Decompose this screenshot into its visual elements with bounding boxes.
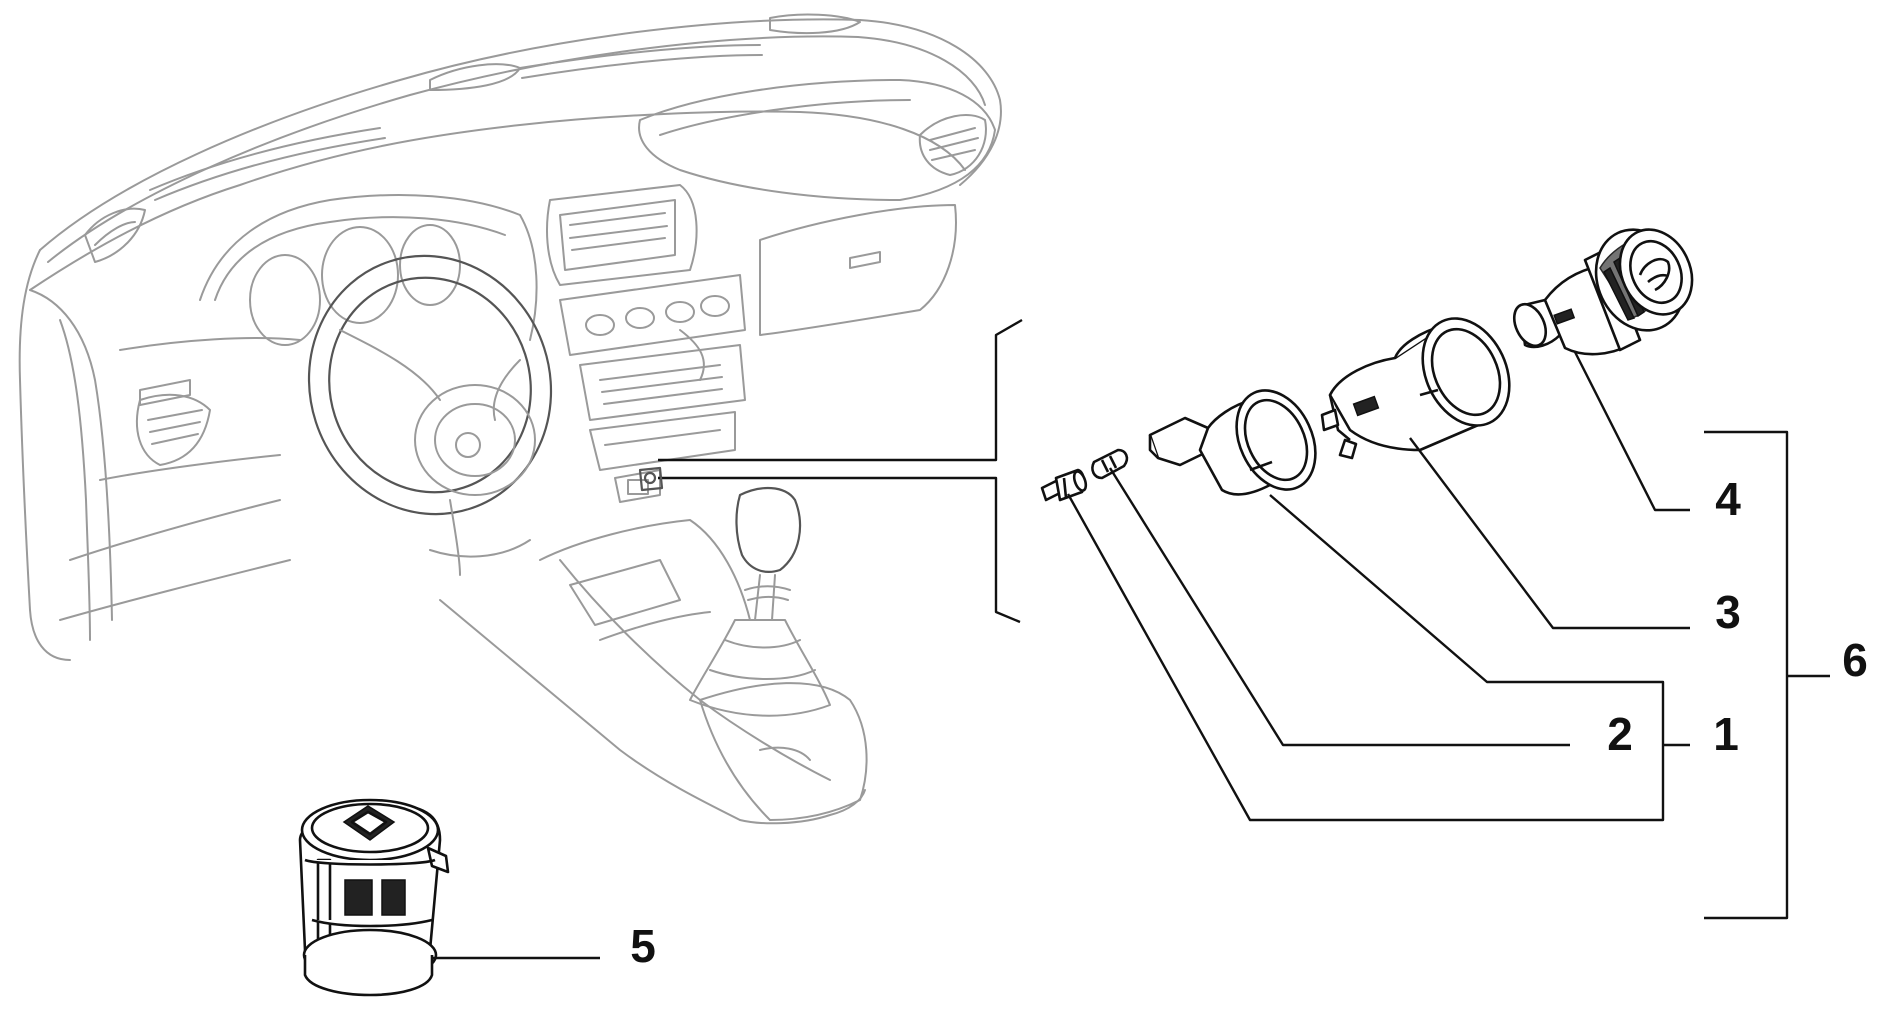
power-socket-cap-icon: [298, 798, 450, 997]
bulb-icon: [1091, 448, 1129, 480]
location-bracket: [638, 318, 1023, 624]
leader-lines: [432, 351, 1830, 960]
callout-6: 6: [1842, 634, 1868, 686]
callout-1: 1: [1713, 708, 1739, 760]
callout-2: 2: [1607, 708, 1633, 760]
bulb-holder-icon: [1040, 468, 1088, 502]
cigar-lighter-plug-icon: [1512, 228, 1694, 356]
callout-4: 4: [1715, 473, 1741, 525]
callout-5: 5: [630, 920, 656, 972]
socket-housing-icon: [1320, 317, 1511, 460]
dashboard-illustration: [18, 13, 1002, 825]
callout-3: 3: [1715, 586, 1741, 638]
lamp-bezel-icon: [1148, 389, 1317, 496]
